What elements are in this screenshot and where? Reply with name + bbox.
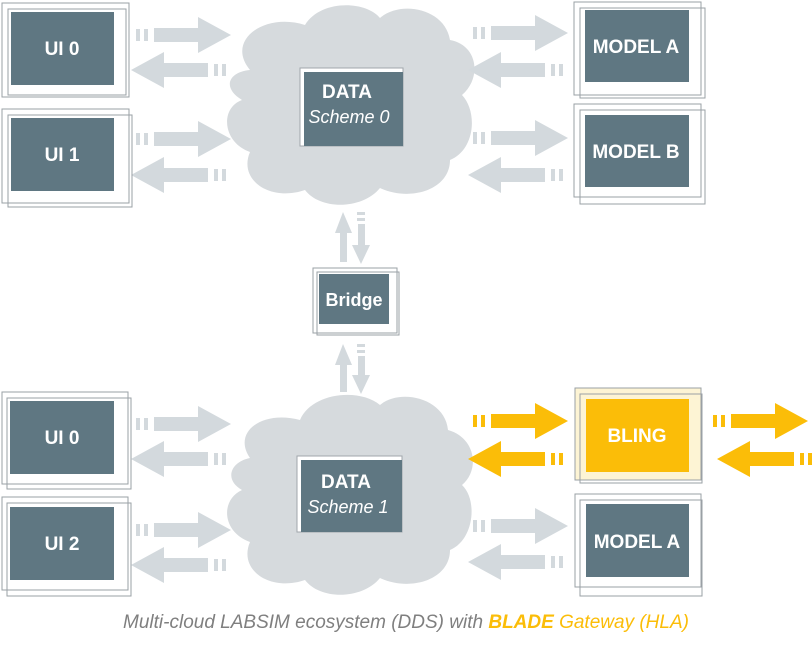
box-label: UI 1: [45, 145, 80, 166]
arrows-bling-cloud: [468, 403, 568, 477]
data-title-top: DATA: [322, 82, 372, 103]
diagram-caption: Multi-cloud LABSIM ecosystem (DDS) with …: [0, 612, 812, 634]
box-label: UI 0: [45, 428, 80, 449]
arrows-bling-external: [713, 403, 812, 477]
arrows-ui2-bottom: [131, 512, 231, 583]
caption-text: Multi-cloud LABSIM ecosystem (DDS) with: [123, 612, 489, 633]
arrows-model-a-bottom: [468, 508, 568, 580]
box-label: MODEL A: [594, 532, 681, 553]
arrows-ui0-bottom: [131, 406, 231, 477]
data-title-bottom: DATA: [321, 472, 371, 493]
caption-accent-tail: Gateway (HLA): [553, 612, 689, 633]
bridge-arrows-bottom: [335, 344, 370, 394]
bridge-label: Bridge: [325, 290, 382, 310]
box-label: UI 0: [45, 39, 80, 60]
box-ui-2-bottom: UI 2: [1, 496, 132, 597]
data-box-top: DATA Scheme 0: [299, 67, 404, 147]
box-bling: BLING: [574, 387, 703, 484]
arrows-model-b-top: [468, 120, 568, 193]
box-label: UI 2: [45, 534, 80, 555]
data-subtitle-top: Scheme 0: [308, 107, 389, 127]
arrows-ui1-top: [131, 121, 231, 193]
box-label: BLING: [607, 426, 666, 447]
box-label: MODEL A: [593, 37, 680, 58]
box-ui-0-bottom: UI 0: [1, 391, 132, 490]
caption-accent: BLADE: [488, 612, 554, 633]
bridge-arrows-top: [335, 212, 370, 264]
data-box-bottom: DATA Scheme 1: [296, 455, 403, 533]
box-label: MODEL B: [592, 142, 679, 163]
box-model-a-top: MODEL A: [573, 1, 706, 99]
arrows-ui0-top: [131, 17, 231, 88]
arrows-model-a-top: [468, 15, 568, 88]
box-ui-0-top: UI 0: [1, 2, 130, 98]
data-subtitle-bottom: Scheme 1: [307, 497, 388, 517]
box-model-a-bottom: MODEL A: [574, 493, 703, 597]
box-ui-1-top: UI 1: [1, 108, 133, 208]
bridge-box: Bridge: [312, 267, 400, 336]
box-model-b-top: MODEL B: [573, 103, 706, 205]
